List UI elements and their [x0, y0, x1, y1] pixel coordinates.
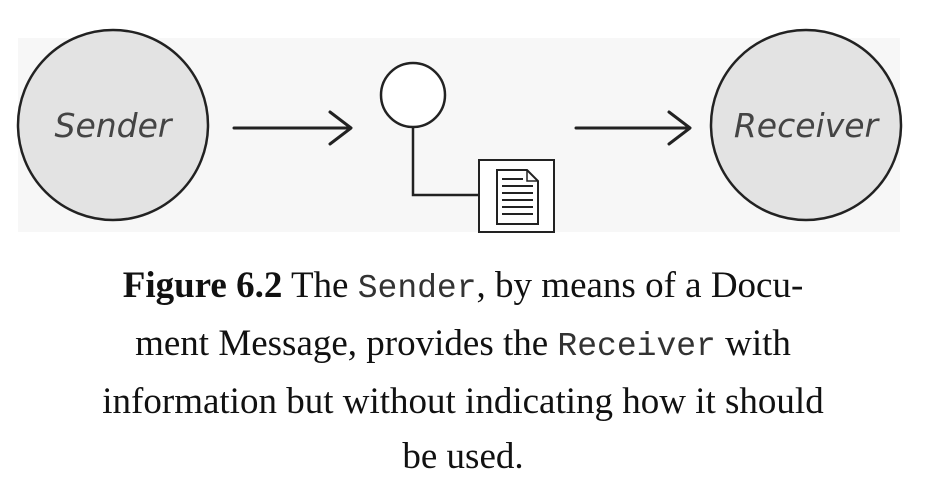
code-sender: Sender [357, 270, 477, 307]
caption-text: The [282, 265, 358, 306]
caption-line-2: ment Message, provides the Receiver with [0, 316, 926, 374]
channel-circle-icon [379, 61, 447, 129]
caption-line-3: information but without indicating how i… [102, 381, 824, 422]
diagram: Sender Receiver [16, 28, 903, 233]
caption-text: with [715, 323, 791, 364]
code-receiver: Receiver [557, 328, 716, 365]
caption-line-4: be used. [402, 436, 524, 477]
sender-node: Sender [16, 28, 210, 222]
sender-label: Sender [55, 106, 174, 145]
caption-text: ment Message, provides the [135, 323, 558, 364]
document-message-icon [478, 159, 555, 233]
caption-line-1: Figure 6.2 The Sender, by means of a Doc… [0, 258, 926, 316]
arrow-channel-to-receiver [574, 110, 692, 146]
receiver-node: Receiver [709, 28, 903, 222]
sender-circle [16, 28, 210, 222]
caption-text: , by means of a Docu- [476, 265, 804, 306]
arrow-sender-to-channel [232, 110, 353, 146]
figure-number: Figure 6.2 [122, 265, 283, 306]
receiver-label: Receiver [734, 106, 881, 145]
receiver-circle [709, 28, 903, 222]
connector-line [411, 127, 482, 197]
figure-caption: Figure 6.2 The Sender, by means of a Doc… [0, 258, 926, 484]
